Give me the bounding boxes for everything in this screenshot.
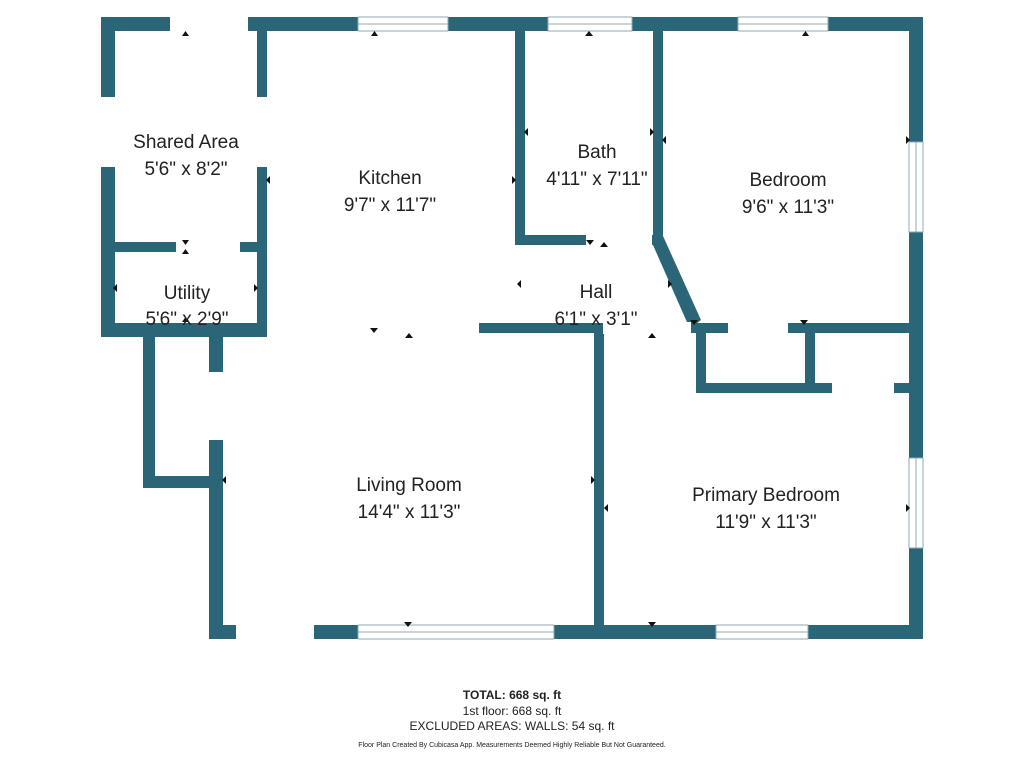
- wall-hall-diagonal: [653, 236, 701, 329]
- wall-shared-right: [257, 17, 267, 337]
- room-dims-primary-bedroom: 11'9" x 11'3": [715, 512, 816, 533]
- room-dims-kitchen: 9'7" x 11'7": [344, 195, 436, 216]
- wall-bottom: [209, 625, 923, 639]
- wall-closet-left: [143, 330, 155, 488]
- room-name-kitchen: Kitchen: [358, 168, 421, 189]
- wall-hall-bottom: [478, 323, 604, 333]
- window-living-bottom: [357, 624, 555, 640]
- arrow-marker: [182, 240, 189, 245]
- arrow-marker: [517, 280, 521, 288]
- window-bedroom-right: [908, 141, 924, 233]
- room-name-living-room: Living Room: [356, 475, 462, 496]
- arrow-marker: [404, 622, 412, 627]
- opening-shared-utility: [176, 241, 240, 253]
- dimension-arrows: [113, 31, 910, 627]
- room-dims-bath: 4'11" x 7'11": [546, 169, 647, 190]
- room-name-bath: Bath: [577, 142, 616, 163]
- arrow-marker: [802, 31, 809, 36]
- arrow-marker: [585, 31, 593, 36]
- window-bath-top: [547, 16, 633, 32]
- arrow-marker: [600, 242, 608, 247]
- opening-shared-left: [100, 97, 116, 167]
- room-name-hall: Hall: [580, 282, 613, 303]
- arrow-marker: [370, 328, 378, 333]
- arrow-marker: [668, 280, 672, 288]
- arrow-marker: [182, 31, 189, 36]
- opening-closet2: [832, 382, 894, 394]
- window-primary-bottom: [715, 624, 809, 640]
- opening-shared-right: [256, 97, 268, 167]
- excluded-area: EXCLUDED AREAS: WALLS: 54 sq. ft: [409, 719, 615, 733]
- arrow-marker: [650, 128, 654, 136]
- room-name-bedroom: Bedroom: [749, 170, 826, 191]
- room-labels: Shared Area 5'6" x 8'2" Kitchen 9'7" x 1…: [133, 132, 840, 533]
- total-area: TOTAL: 668 sq. ft: [462, 688, 562, 702]
- arrow-marker: [405, 333, 413, 338]
- opening-bottom-entry: [236, 624, 314, 640]
- floor-area: 1st floor: 668 sq. ft: [462, 704, 562, 718]
- opening-shared-top: [170, 16, 248, 32]
- windows: [357, 16, 924, 640]
- arrow-marker: [182, 249, 189, 254]
- arrow-marker: [662, 136, 666, 144]
- opening-bath-door: [586, 234, 652, 246]
- room-name-shared-area: Shared Area: [133, 132, 239, 153]
- wall-bath-left: [515, 17, 525, 245]
- arrow-marker: [604, 504, 608, 512]
- arrow-marker: [591, 476, 595, 484]
- arrow-marker: [906, 136, 910, 144]
- room-dims-utility: 5'6" x 2'9": [145, 309, 228, 330]
- arrow-marker: [266, 176, 270, 184]
- opening-left-entry: [208, 372, 224, 440]
- arrow-marker: [512, 176, 516, 184]
- wall-left-upper: [101, 17, 115, 337]
- arrow-marker: [254, 284, 258, 292]
- arrow-marker: [800, 320, 808, 325]
- wall-top: [101, 17, 922, 31]
- window-kitchen-top: [357, 16, 449, 32]
- room-dims-bedroom: 9'6" x 11'3": [742, 197, 834, 218]
- arrow-marker: [648, 622, 656, 627]
- room-dims-living-room: 14'4" x 11'3": [358, 502, 461, 523]
- room-dims-shared-area: 5'6" x 8'2": [144, 159, 227, 180]
- wall-closet-bottom: [143, 476, 221, 488]
- arrow-marker: [524, 128, 528, 136]
- arrow-marker: [586, 240, 594, 245]
- arrow-marker: [182, 317, 189, 322]
- arrow-marker: [371, 31, 378, 36]
- room-name-utility: Utility: [164, 283, 211, 304]
- opening-hall-primary: [603, 322, 691, 334]
- wall-closet-divider: [805, 323, 815, 393]
- arrow-marker: [222, 476, 226, 484]
- wall-living-right: [594, 323, 604, 639]
- arrow-marker: [690, 320, 698, 325]
- arrow-marker: [906, 504, 910, 512]
- room-dims-hall: 6'1" x 3'1": [554, 309, 637, 330]
- opening-bedroom-closet: [728, 322, 788, 334]
- window-primary-right: [908, 457, 924, 549]
- arrow-marker: [648, 333, 656, 338]
- wall-utility-bottom: [101, 323, 267, 337]
- credit-text: Floor Plan Created By Cubicasa App. Meas…: [358, 742, 666, 749]
- wall-closet1-left: [696, 323, 706, 393]
- window-bedroom-top: [737, 16, 829, 32]
- wall-bath-right: [653, 17, 663, 245]
- room-name-primary-bedroom: Primary Bedroom: [692, 485, 840, 506]
- arrow-marker: [113, 284, 117, 292]
